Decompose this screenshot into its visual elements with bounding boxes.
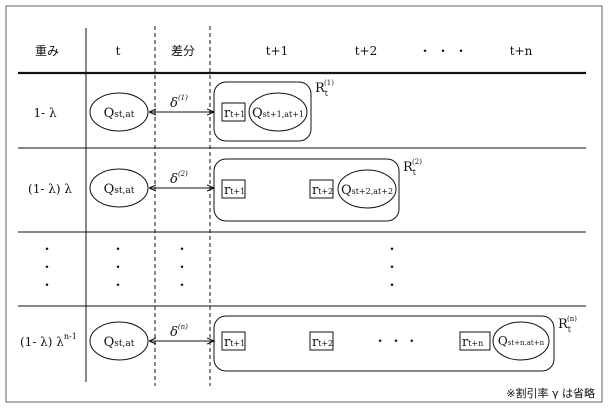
rown-ellipsis: ・ ・ ・ [374, 334, 418, 348]
row2-q-target [337, 169, 397, 209]
row-n: (1- λ) λn-1 Qst,at δ(n) rt+1 rt+2 ・ ・ ・ … [20, 315, 577, 372]
rown-reward-box-1 [221, 331, 246, 351]
row1-delta: δ(1) [170, 94, 188, 111]
row1-reward-label: rt+1 [224, 106, 245, 121]
vdot: ・ [41, 242, 53, 256]
row1-q-current-label: Qst,at [104, 106, 135, 121]
row2-return-label: Rt(2) [403, 158, 422, 177]
row1-reward-box [221, 102, 246, 122]
row-2: (1- λ) λ Qst,at δ(2) rt+1 rt+2 Qst+2,at+… [28, 158, 422, 222]
header-ellipsis: ・・・ [419, 44, 473, 58]
row2-reward-label-2: rt+2 [312, 183, 333, 198]
rown-q-target [492, 321, 550, 361]
vdot: ・ [176, 260, 188, 274]
row1-q-target-label: Qst+1,at+1 [252, 106, 304, 121]
row2-reward-label-1: rt+1 [224, 183, 245, 198]
vdot: ・ [386, 278, 398, 292]
vdot: ・ [112, 242, 124, 256]
rown-q-target-label: Qst+n,at+n [498, 334, 545, 348]
vdot: ・ [112, 278, 124, 292]
header-t-plus-n: t+n [510, 44, 533, 58]
row2-q-current [89, 168, 149, 208]
rown-reward-label-2: rt+2 [312, 335, 333, 350]
rown-weight: (1- λ) λn-1 [20, 332, 77, 349]
row2-return-group [213, 158, 400, 222]
vdot: ・ [386, 260, 398, 274]
vdot: ・ [176, 278, 188, 292]
footnote: ※割引率 γ は省略 [506, 386, 595, 400]
row2-weight: (1- λ) λ [28, 182, 72, 196]
row1-q-current [89, 92, 149, 132]
rown-q-current [89, 321, 149, 361]
row1-return-label: Rt(1) [315, 79, 334, 98]
vdot: ・ [41, 278, 53, 292]
rown-delta: δ(n) [170, 323, 188, 340]
vdot: ・ [386, 242, 398, 256]
header-t-plus-2: t+2 [355, 44, 378, 58]
rown-reward-box-n [459, 331, 491, 351]
rown-return-group [213, 315, 555, 372]
rown-reward-box-2 [309, 331, 334, 351]
vdot: ・ [112, 260, 124, 274]
rown-reward-label-n: rt+n [462, 335, 483, 350]
row2-q-target-label: Qst+2,at+2 [341, 183, 393, 198]
vdot: ・ [176, 242, 188, 256]
row-1: 1- λ Qst,at δ(1) rt+1 Qst+1,at+1 Rt(1) [33, 79, 334, 142]
row1-q-target [248, 92, 308, 132]
header-t-plus-1: t+1 [266, 44, 289, 58]
row2-reward-box-2 [309, 179, 334, 199]
header-diff: 差分 [171, 44, 195, 58]
vdot: ・ [41, 260, 53, 274]
row-ellipsis: ・ ・ ・ ・ ・ ・ ・ ・ ・ ・ ・ ・ [41, 242, 398, 292]
row2-reward-box-1 [221, 179, 246, 199]
row1-weight: 1- λ [33, 106, 57, 120]
row1-return-group [213, 81, 312, 142]
rown-return-label: Rt(n) [558, 315, 577, 334]
header-t: t [116, 44, 121, 58]
outer-frame [5, 5, 603, 403]
rown-reward-label-1: rt+1 [224, 335, 245, 350]
row2-q-current-label: Qst,at [104, 182, 135, 197]
rown-q-current-label: Qst,at [104, 335, 135, 350]
header-weight: 重み [35, 44, 59, 58]
row2-delta: δ(2) [170, 170, 188, 187]
